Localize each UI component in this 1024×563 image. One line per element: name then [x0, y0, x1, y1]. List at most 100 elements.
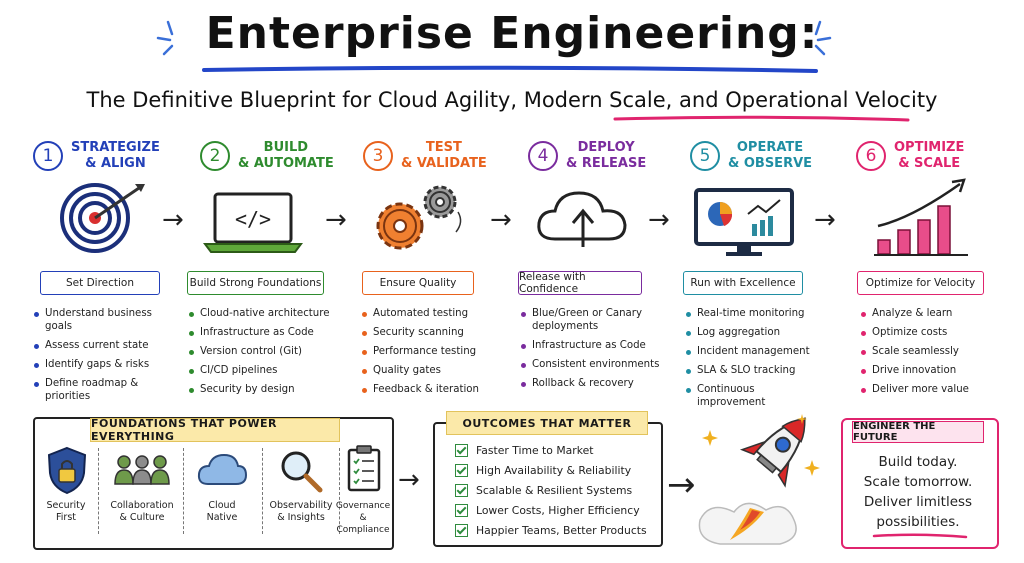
step-number: 4	[528, 141, 558, 171]
list-item: Identify gaps & risks	[33, 358, 173, 371]
bullets-step-4: Blue/Green or Canary deployments Infrast…	[520, 307, 660, 396]
list-item: Automated testing	[361, 307, 501, 320]
check-icon	[455, 463, 468, 477]
checklist-icon	[347, 445, 381, 492]
list-item: Continuous improvement	[685, 383, 825, 409]
step-title: TEST& VALIDATE	[401, 140, 487, 171]
step-4: 4 DEPLOY& RELEASE	[528, 140, 646, 172]
list-item: Define roadmap & priorities	[33, 377, 173, 403]
arrow-right-icon: →	[325, 205, 347, 235]
outcomes-title: OUTCOMES THAT MATTER	[446, 411, 648, 435]
future-panel	[841, 418, 999, 549]
future-title: ENGINEER THE FUTURE	[852, 421, 984, 443]
list-item: SLA & SLO tracking	[685, 364, 825, 377]
subtitle-underline	[613, 115, 910, 122]
list-item: High Availability & Reliability	[455, 460, 655, 480]
list-item: CI/CD pipelines	[188, 364, 333, 377]
list-item: Security scanning	[361, 326, 501, 339]
subtitle: The Definitive Blueprint for Cloud Agili…	[86, 88, 938, 112]
arrow-right-icon: →	[490, 205, 512, 235]
list-item: Performance testing	[361, 345, 501, 358]
list-item: Assess current state	[33, 339, 173, 352]
step-title: BUILD& AUTOMATE	[238, 140, 334, 171]
bullets-step-3: Automated testing Security scanning Perf…	[361, 307, 501, 402]
list-item: Real-time monitoring	[685, 307, 825, 320]
step-number: 5	[690, 141, 720, 171]
stage-box-build-foundations: Build Strong Foundations	[187, 271, 324, 295]
list-item: Blue/Green or Canary deployments	[520, 307, 660, 333]
step-5: 5 OPERATE& OBSERVE	[690, 140, 812, 172]
page-title: Enterprise Engineering:	[205, 8, 819, 59]
step-number: 2	[200, 141, 230, 171]
arrow-right-icon: →	[162, 205, 184, 235]
stage-box-run-excellence: Run with Excellence	[683, 271, 803, 295]
sparkle-left-icon	[156, 20, 174, 56]
stage-box-set-direction: Set Direction	[40, 271, 160, 295]
sparkle-right-icon	[814, 20, 832, 56]
future-line: Scale tomorrow.	[863, 474, 973, 490]
step-number: 6	[856, 141, 886, 171]
step-number: 3	[363, 141, 393, 171]
step-2: 2 BUILD& AUTOMATE	[200, 140, 334, 172]
cloud-upload-icon	[537, 191, 627, 247]
outcomes-list: Faster Time to Market High Availability …	[455, 440, 655, 540]
list-item: Infrastructure as Code	[520, 339, 660, 352]
list-item: Scalable & Resilient Systems	[455, 480, 655, 500]
list-item: Feedback & iteration	[361, 383, 501, 396]
list-item: Faster Time to Market	[455, 440, 655, 460]
future-line: possibilities.	[876, 514, 960, 530]
check-icon	[455, 503, 468, 517]
growth-chart-icon	[874, 178, 968, 256]
future-text: Build today. Scale tomorrow. Deliver lim…	[845, 452, 991, 532]
foundation-observability: Observability& Insights	[269, 500, 333, 523]
cloud-icon	[197, 453, 248, 485]
list-item: Log aggregation	[685, 326, 825, 339]
stage-box-ensure-quality: Ensure Quality	[362, 271, 474, 295]
list-item: Rollback & recovery	[520, 377, 660, 390]
foundation-collaboration: Collaboration& Culture	[110, 500, 174, 523]
step-title: STRATEGIZE& ALIGN	[71, 140, 160, 171]
list-item: Quality gates	[361, 364, 501, 377]
list-item: Happier Teams, Better Products	[455, 520, 655, 540]
shield-lock-icon	[47, 446, 87, 495]
gears-icon	[376, 185, 462, 250]
list-item: Optimize costs	[860, 326, 1000, 339]
title-underline	[202, 65, 818, 73]
arrow-right-icon: →	[814, 205, 836, 235]
list-item: Scale seamlessly	[860, 345, 1000, 358]
divider	[98, 448, 100, 534]
divider	[262, 448, 264, 534]
future-underline	[872, 533, 968, 539]
list-item: Understand business goals	[33, 307, 173, 333]
step-title: OPTIMIZE& SCALE	[894, 140, 965, 171]
divider	[339, 448, 341, 534]
step-1: 1 STRATEGIZE& ALIGN	[33, 140, 160, 172]
step-6: 6 OPTIMIZE& SCALE	[856, 140, 964, 172]
list-item: Lower Costs, Higher Efficiency	[455, 500, 655, 520]
list-item: Version control (Git)	[188, 345, 333, 358]
list-item: Cloud-native architecture	[188, 307, 333, 320]
divider	[183, 448, 185, 534]
rocket-icon	[698, 414, 820, 545]
stage-box-release-confidence: Release with Confidence	[518, 271, 642, 295]
arrow-right-icon: →	[648, 205, 670, 235]
laptop-code-icon: </>	[203, 192, 303, 253]
svg-text:</>: </>	[235, 207, 271, 231]
future-line: Deliver limitless	[863, 494, 973, 510]
team-icon	[114, 455, 170, 485]
bullets-step-6: Analyze & learn Optimize costs Scale sea…	[860, 307, 1000, 402]
list-item: Security by design	[188, 383, 333, 396]
target-icon	[60, 183, 145, 253]
foundations-title: FOUNDATIONS THAT POWER EVERYTHING	[90, 417, 340, 443]
list-item: Infrastructure as Code	[188, 326, 333, 339]
step-title: DEPLOY& RELEASE	[566, 140, 647, 171]
arrow-right-icon: →	[398, 465, 420, 495]
step-number: 1	[33, 141, 63, 171]
bullets-step-1: Understand business goals Assess current…	[33, 307, 173, 409]
arrow-right-icon: →	[667, 465, 696, 505]
stage-box-optimize-velocity: Optimize for Velocity	[857, 271, 984, 295]
list-item: Deliver more value	[860, 383, 1000, 396]
monitor-dashboard-icon	[694, 188, 794, 256]
check-icon	[455, 483, 468, 497]
